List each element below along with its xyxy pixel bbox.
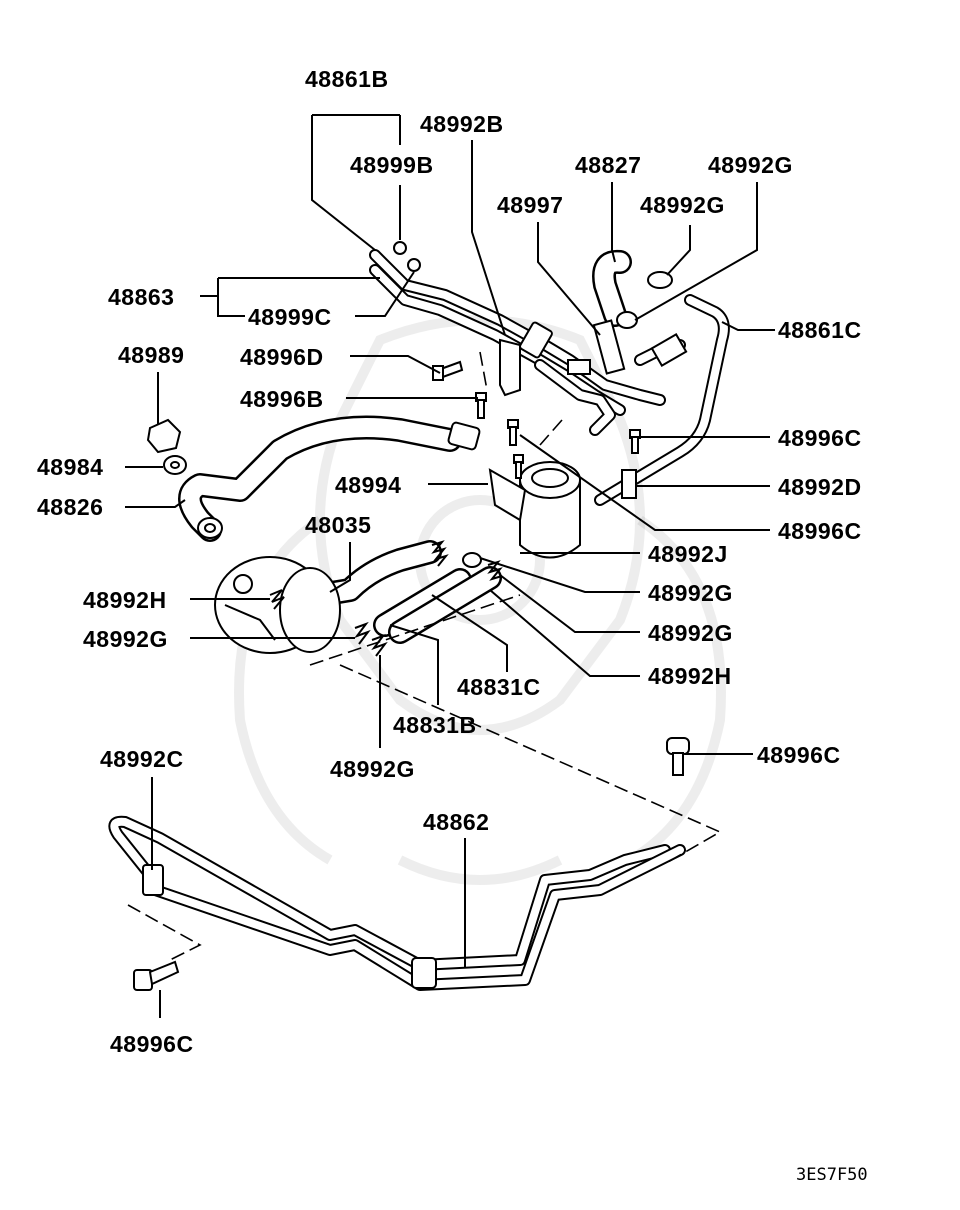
- label-48861C: 48861C: [778, 317, 862, 343]
- label-48992G-bottom: 48992G: [330, 756, 415, 782]
- hose-48827: [592, 249, 632, 327]
- leader-lines: [125, 114, 775, 1018]
- label-48996C-r2: 48996C: [778, 518, 862, 544]
- label-48984: 48984: [37, 454, 103, 480]
- eye-fitting-48826: [197, 517, 223, 539]
- dashed-guides: [127, 351, 722, 961]
- label-48999C: 48999C: [248, 304, 332, 330]
- pipe-48862: [108, 815, 686, 991]
- clamp-48992J: [462, 552, 482, 568]
- label-48996C-r1: 48996C: [778, 425, 862, 451]
- nut-48989: [146, 418, 182, 454]
- pipe-sleeve: [411, 321, 553, 989]
- bolt-48996C-3: [666, 737, 690, 776]
- oil-reservoir: [488, 461, 581, 559]
- clamp-48992D: [621, 469, 637, 499]
- label-48992G-r1: 48992G: [648, 580, 733, 606]
- label-48994: 48994: [335, 472, 401, 498]
- hose-48831: [373, 566, 502, 644]
- label-48035: 48035: [305, 512, 371, 538]
- bolt-48996B: [475, 392, 487, 419]
- label-48831B: 48831B: [393, 712, 477, 738]
- label-48992G-r2: 48992G: [648, 620, 733, 646]
- clamp-48992G-top: [647, 271, 673, 289]
- diagram-code: 3ES7F50: [796, 1165, 868, 1185]
- hose-48826: [178, 415, 462, 542]
- label-48862: 48862: [423, 809, 489, 835]
- bolt-48996C-2: [507, 419, 524, 479]
- label-48861B: 48861B: [305, 66, 389, 92]
- pipe-48861C: [594, 294, 730, 506]
- power-steering-pump: [214, 556, 341, 654]
- label-48996D: 48996D: [240, 344, 324, 370]
- label-48992G-top: 48992G: [708, 152, 793, 178]
- label-48996C-bottom: 48996C: [110, 1031, 194, 1057]
- label-48992H-left: 48992H: [83, 587, 167, 613]
- label-48863: 48863: [108, 284, 174, 310]
- part-labels: 48861B 48992B 48999B 48827 48992G 48997 …: [37, 66, 868, 1185]
- label-48996B: 48996B: [240, 386, 324, 412]
- washer-48984: [163, 455, 187, 475]
- bracket-48992B: [499, 338, 521, 397]
- bolt-48996C-1: [629, 429, 641, 454]
- label-48827: 48827: [575, 152, 641, 178]
- label-48992G-left: 48992G: [83, 626, 168, 652]
- label-48997: 48997: [497, 192, 563, 218]
- oring-48999C: [407, 258, 421, 272]
- oring-48999B: [393, 241, 407, 255]
- label-48992J: 48992J: [648, 541, 728, 567]
- label-48996C-r3: 48996C: [757, 742, 841, 768]
- label-48999B: 48999B: [350, 152, 434, 178]
- label-48992G-top2: 48992G: [640, 192, 725, 218]
- label-48831C: 48831C: [457, 674, 541, 700]
- label-48989: 48989: [118, 342, 184, 368]
- label-48992C: 48992C: [100, 746, 184, 772]
- label-48826: 48826: [37, 494, 103, 520]
- label-48992H-right: 48992H: [648, 663, 732, 689]
- label-48992D: 48992D: [778, 474, 862, 500]
- bolt-48996C-4: [133, 960, 180, 991]
- label-48992B: 48992B: [420, 111, 504, 137]
